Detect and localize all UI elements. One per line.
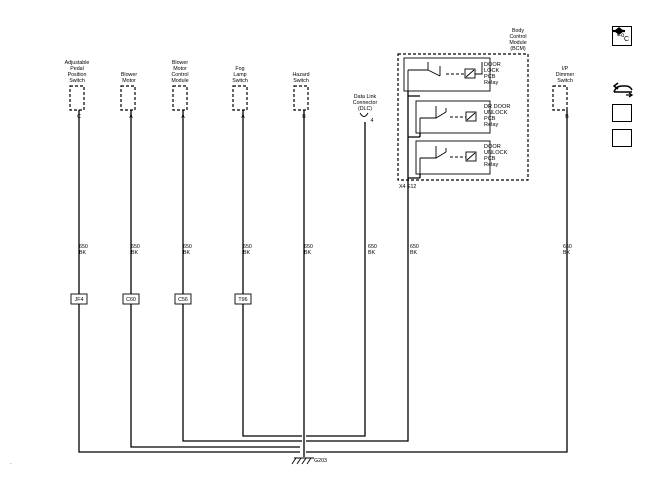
svg-text:DR DOOR: DR DOOR — [484, 104, 510, 110]
svg-text:Switch: Switch — [293, 78, 309, 84]
svg-text:Module: Module — [171, 78, 188, 84]
wire-color: BK — [183, 250, 191, 256]
ground-label: G203 — [314, 458, 327, 464]
svg-text:PCB: PCB — [484, 74, 496, 80]
loc-letter-o: o — [621, 33, 625, 39]
connector-box-ip-dimmer — [552, 85, 568, 111]
component-label-blower-motor: Blower Motor — [121, 72, 137, 84]
svg-text:PCB: PCB — [484, 156, 496, 162]
component-label-bcm: Body Control Module (BCM) — [509, 28, 526, 52]
svg-text:UNLOCK: UNLOCK — [484, 110, 508, 116]
connector-box-hazard — [293, 85, 309, 111]
svg-text:Control: Control — [509, 34, 526, 40]
connector-box-fog-lamp — [232, 85, 248, 111]
component-label-adjustable-pedal: Adjustable Pedal Position Switch — [65, 60, 90, 84]
wire-code: 650 — [563, 244, 572, 250]
svg-text:DOOR: DOOR — [484, 62, 501, 68]
relay-door-lock — [403, 57, 491, 92]
svg-text:Dimmer: Dimmer — [556, 72, 575, 78]
svg-text:Adjustable: Adjustable — [65, 60, 90, 66]
svg-text:Lamp: Lamp — [233, 72, 246, 78]
component-label-ip-dimmer-switch: I/P Dimmer Switch — [556, 66, 575, 84]
svg-text:Relay: Relay — [484, 162, 499, 168]
svg-text:Motor: Motor — [122, 78, 136, 84]
svg-text:Connector: Connector — [353, 100, 378, 106]
wire-color: BK — [131, 250, 139, 256]
svg-text:DOOR: DOOR — [484, 144, 501, 150]
connector-box-bmcm — [172, 85, 188, 111]
svg-text:Switch: Switch — [557, 78, 573, 84]
ground-symbol — [291, 452, 314, 465]
svg-text:Fog: Fog — [235, 66, 244, 72]
svg-text:Switch: Switch — [232, 78, 248, 84]
wire-code: 650 — [183, 244, 192, 250]
wire-code: 650 — [368, 244, 377, 250]
component-label-fog-lamp-switch: Fog Lamp Switch — [232, 66, 248, 84]
svg-text:(BCM): (BCM) — [510, 46, 526, 52]
svg-text:C56: C56 — [178, 297, 188, 303]
svg-text:JF4: JF4 — [75, 297, 84, 303]
wire-code: 650 — [79, 244, 88, 250]
svg-text:C60: C60 — [126, 297, 136, 303]
relay-dr-door-unlock — [415, 100, 491, 134]
wire-code: 650 — [243, 244, 252, 250]
wire-color: BK — [79, 250, 87, 256]
connector-box-adjustable-pedal — [69, 85, 85, 111]
relay-door-unlock-label: DOOR UNLOCK PCB Relay — [484, 144, 508, 168]
inline-connector-t96: T96 — [234, 293, 252, 305]
car-return-icon[interactable] — [612, 80, 634, 98]
wire-code: 650 — [131, 244, 140, 250]
svg-text:Switch: Switch — [69, 78, 85, 84]
component-label-blower-motor-control-module: Blower Motor Control Module — [171, 60, 188, 84]
svg-text:I/P: I/P — [562, 66, 569, 72]
svg-text:Motor: Motor — [173, 66, 187, 72]
wire-codes: 650 BK 650 BK 650 BK 650 BK 650 BK 650 B… — [79, 244, 572, 256]
svg-text:Position: Position — [68, 72, 87, 78]
pin-label-dlc: 4 — [371, 118, 374, 124]
relay-door-unlock — [415, 140, 491, 175]
bcm-dashed-enclosure — [397, 53, 529, 181]
svg-text:Body: Body — [512, 28, 524, 34]
inline-connector-jf4: JF4 — [70, 293, 88, 305]
relay-door-lock-label: DOOR LOCK PCB Relay — [484, 62, 501, 86]
svg-text:Control: Control — [171, 72, 188, 78]
wire-code: 650 — [304, 244, 313, 250]
wire-color: BK — [243, 250, 251, 256]
wire-color: BK — [368, 250, 376, 256]
svg-text:(DLC): (DLC) — [358, 106, 372, 112]
svg-text:Blower: Blower — [172, 60, 188, 66]
component-label-hazard-switch: Hazard Switch — [292, 72, 309, 84]
inline-connector-c56: C56 — [174, 293, 192, 305]
svg-text:Module: Module — [509, 40, 526, 46]
inline-connector-c60: C60 — [122, 293, 140, 305]
svg-text:Hazard: Hazard — [292, 72, 309, 78]
stray-dot: · — [10, 461, 12, 467]
svg-text:Relay: Relay — [484, 80, 499, 86]
relay-dr-door-unlock-label: DR DOOR UNLOCK PCB Relay — [484, 104, 510, 128]
svg-text:Pedal: Pedal — [70, 66, 84, 72]
wire-color: BK — [304, 250, 312, 256]
wire-color: BK — [410, 250, 418, 256]
ground-wires — [78, 110, 568, 453]
dlc-connector-symbol — [359, 112, 369, 117]
arrow-right-icon[interactable] — [612, 27, 632, 122]
svg-text:Relay: Relay — [484, 122, 499, 128]
connector-box-blower-motor — [120, 85, 136, 111]
svg-text:PCB: PCB — [484, 116, 496, 122]
svg-text:LOCK: LOCK — [484, 68, 500, 74]
svg-text:Data Link: Data Link — [354, 94, 377, 100]
component-label-dlc: Data Link Connector (DLC) — [353, 94, 378, 112]
arrow-left-icon[interactable] — [612, 27, 632, 147]
wire-code: 650 — [410, 244, 419, 250]
svg-text:UNLOCK: UNLOCK — [484, 150, 508, 156]
wire-color: BK — [563, 250, 571, 256]
svg-text:T96: T96 — [238, 297, 247, 303]
svg-text:Blower: Blower — [121, 72, 137, 78]
loc-letter-c: C — [624, 36, 630, 43]
bcm-module: DOOR LOCK PCB Relay DR DOOR UNLOCK PCB R… — [397, 53, 529, 182]
side-icon-panel: L o C — [612, 26, 642, 147]
